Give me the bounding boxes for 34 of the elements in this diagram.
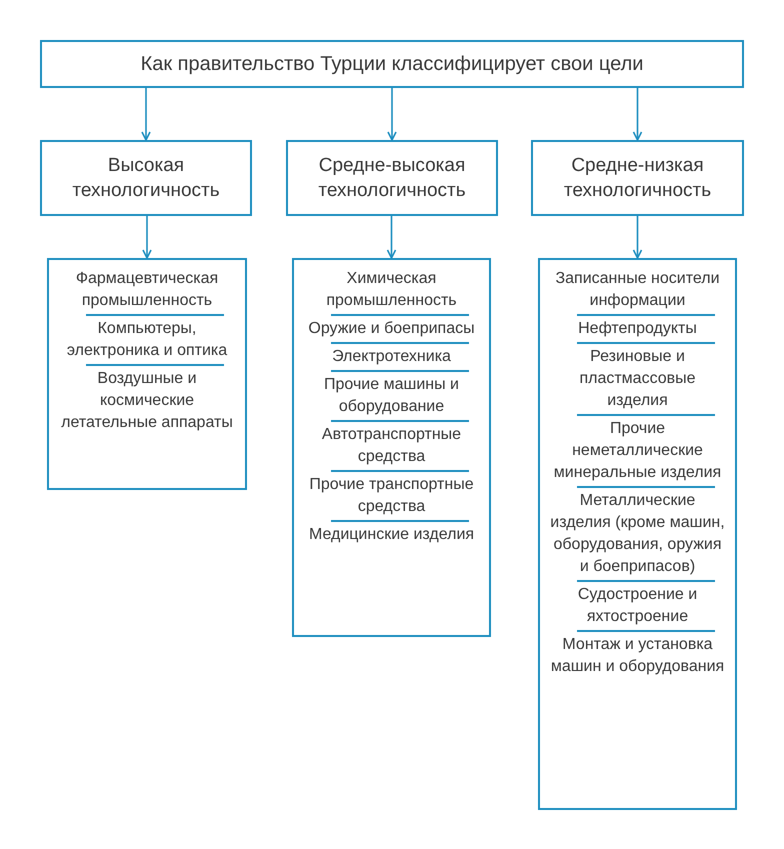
- arrow: [386, 216, 396, 259]
- list-item: Судостроение и яхтостроение: [576, 585, 698, 627]
- list-item: Резиновые и пластмассовые изделия: [578, 347, 697, 411]
- list-item: Электротехника: [331, 347, 452, 367]
- category-label: Высокая технологичность: [71, 154, 221, 203]
- arrow: [142, 216, 152, 259]
- arrow: [632, 88, 642, 141]
- list-item: Прочие неметаллические минеральные изделия: [552, 419, 722, 483]
- category-box: [286, 140, 498, 216]
- arrow: [141, 88, 151, 141]
- list-item: Записанные носители информации: [554, 269, 721, 311]
- list-item: Нефтепродукты: [577, 319, 698, 339]
- list-item: Оружие и боеприпасы: [307, 319, 476, 339]
- category-box: [531, 140, 744, 216]
- title-box: [40, 40, 744, 88]
- list-item: Химическая промышленность: [325, 269, 458, 311]
- list-box: [292, 258, 491, 637]
- list-box: [538, 258, 737, 810]
- list-box: [47, 258, 247, 490]
- category-label: Средне-высокая технологичность: [317, 154, 467, 203]
- list-item: Компьютеры, электроника и оптика: [66, 319, 228, 361]
- list-item: Фармацевтическая промышленность: [74, 269, 220, 311]
- list-item: Прочие машины и оборудование: [323, 375, 460, 417]
- list-item: Автотранспортные средства: [320, 425, 462, 467]
- category-label: Средне-низкая технологичность: [562, 154, 712, 203]
- list-item: Воздушные и космические летательные аппараты: [60, 369, 234, 433]
- title-text: Как правительство Турции классифицирует свои цели: [140, 52, 644, 77]
- list-item: Медицинские изделия: [308, 525, 476, 545]
- arrow: [632, 216, 642, 259]
- list-item: Монтаж и установка машин и оборудования: [550, 635, 726, 677]
- list-item: Металлические изделия (кроме машин, оборудования, оружия и боеприпасов): [549, 491, 726, 577]
- list-item: Прочие транспортные средства: [308, 475, 475, 517]
- arrow: [387, 88, 397, 141]
- category-box: [40, 140, 252, 216]
